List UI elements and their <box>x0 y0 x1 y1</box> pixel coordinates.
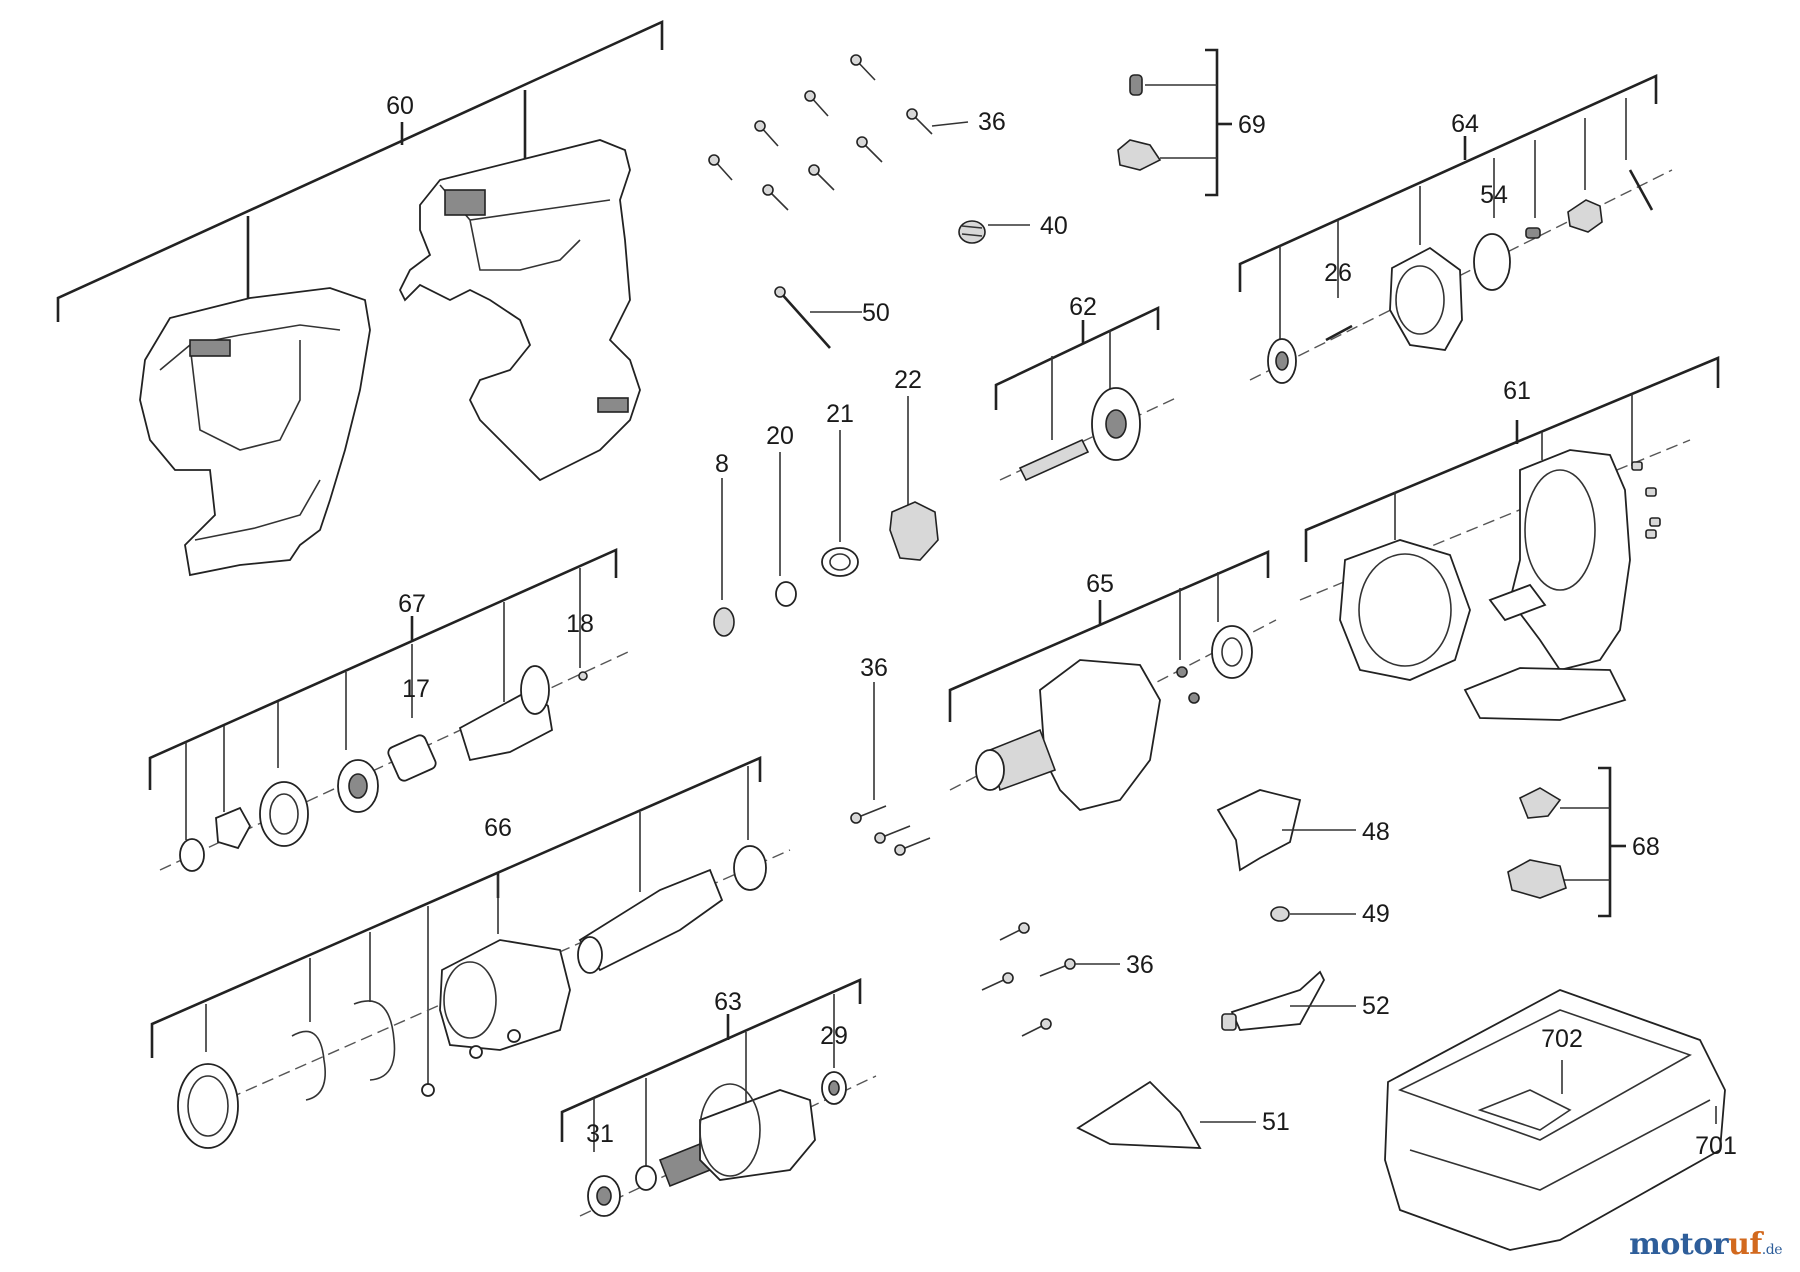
group-60-housing: 60 <box>56 19 664 577</box>
part-label-36-bottom: 36 <box>1126 951 1154 979</box>
group-40-spring: 40 <box>958 212 1068 244</box>
part-label-36-middle: 36 <box>860 654 888 682</box>
part-label-60: 60 <box>386 92 414 120</box>
part-label-20: 20 <box>766 422 794 450</box>
part-label-52: 52 <box>1362 992 1390 1020</box>
part-label-31: 31 <box>586 1120 614 1148</box>
part-label-702: 702 <box>1541 1025 1583 1053</box>
part-label-54: 54 <box>1480 181 1508 209</box>
part-label-29: 29 <box>820 1022 848 1050</box>
part-label-66: 66 <box>484 814 512 842</box>
part-label-36-top: 36 <box>978 108 1006 136</box>
label-60: 60 <box>386 92 414 120</box>
group-701-702-case: 702 701 <box>1384 989 1737 1251</box>
part-label-63: 63 <box>714 988 742 1016</box>
group-61: 61 <box>1299 356 1720 721</box>
group-48-49-68: 48 49 68 <box>1216 766 1660 928</box>
part-label-50: 50 <box>862 299 890 327</box>
group-66: 66 <box>150 756 791 1149</box>
group-36-screws-middle: 36 <box>850 654 931 856</box>
part-label-48: 48 <box>1362 818 1390 846</box>
part-label-64: 64 <box>1451 110 1479 138</box>
group-52-tube: 52 <box>1221 970 1390 1031</box>
part-label-49: 49 <box>1362 900 1390 928</box>
part-label-69: 69 <box>1238 111 1266 139</box>
watermark-logo: motoruf.de <box>1629 1227 1782 1262</box>
watermark-part-1: motor <box>1629 1227 1729 1262</box>
part-label-65: 65 <box>1086 570 1114 598</box>
group-63: 63 29 31 <box>560 978 877 1217</box>
part-label-68: 68 <box>1632 833 1660 861</box>
group-36-screws-bottom: 36 <box>981 922 1154 1037</box>
group-50-bolt: 50 <box>774 286 890 349</box>
group-69: 69 <box>1117 48 1266 197</box>
part-label-17: 17 <box>402 675 430 703</box>
watermark-part-3: .de <box>1761 1242 1783 1258</box>
part-label-22: 22 <box>894 366 922 394</box>
group-small-parts: 22 21 20 8 <box>713 366 939 637</box>
part-label-61: 61 <box>1503 377 1531 405</box>
group-64: 64 54 26 <box>1238 73 1673 384</box>
part-label-21: 21 <box>826 400 854 428</box>
group-65: 65 <box>948 550 1277 811</box>
part-label-8: 8 <box>715 450 729 478</box>
group-36-screws-top: 36 <box>708 54 1006 211</box>
part-label-51: 51 <box>1262 1108 1290 1136</box>
group-51-sheet: 51 <box>1076 1080 1290 1149</box>
part-label-701: 701 <box>1695 1132 1737 1160</box>
part-label-40: 40 <box>1040 212 1068 240</box>
part-label-67: 67 <box>398 590 426 618</box>
group-62: 62 <box>994 293 1177 482</box>
part-label-18: 18 <box>566 610 594 638</box>
part-label-62: 62 <box>1069 293 1097 321</box>
watermark-part-2: uf <box>1728 1227 1762 1262</box>
part-label-26: 26 <box>1324 259 1352 287</box>
group-67: 67 18 17 <box>148 547 629 872</box>
